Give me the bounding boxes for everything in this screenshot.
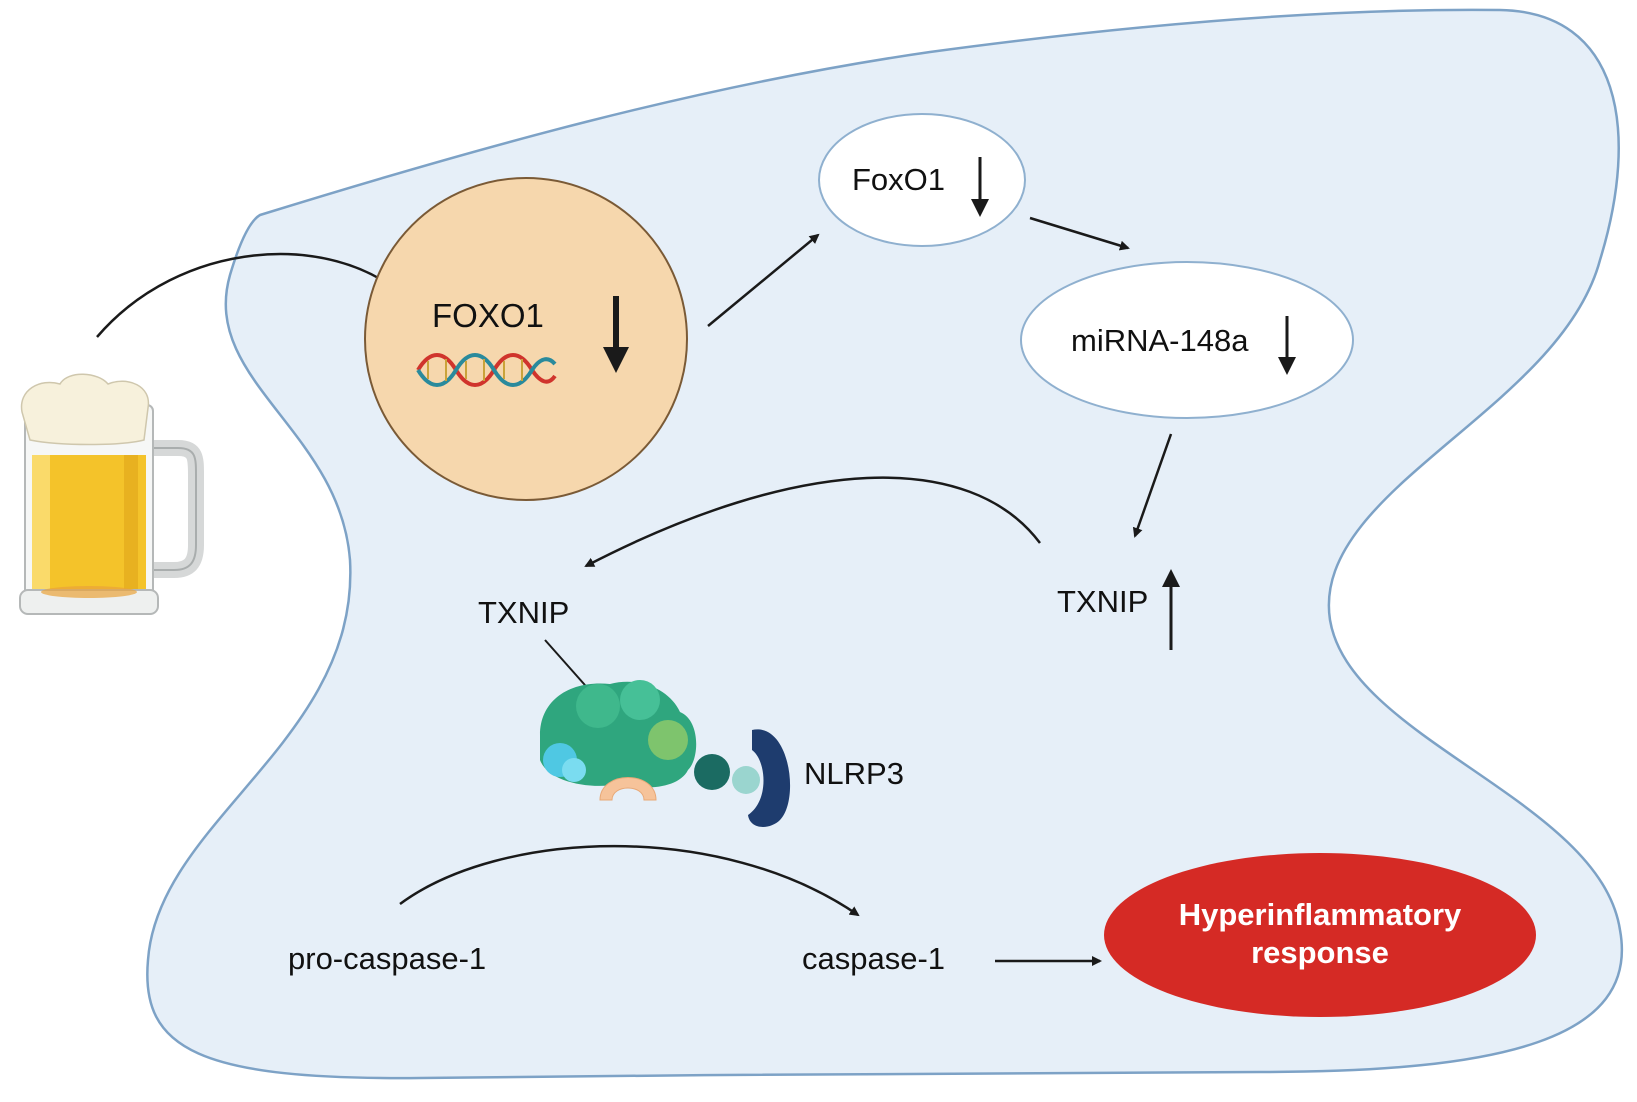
arrow-nucleus-to-foxo1 (707, 233, 820, 327)
arrow-foxo1-to-mirna (1029, 216, 1130, 251)
nucleus (364, 177, 688, 501)
txnip-right-label: TXNIP (1057, 584, 1148, 619)
beer-mug-icon (19, 373, 204, 615)
txnip-nlrp3-connector (544, 639, 593, 694)
caspase-label: caspase-1 (802, 941, 945, 976)
nucleus-gene-label: FOXO1 (432, 297, 544, 334)
arrow-mirna-to-txnip (1132, 433, 1173, 538)
response-label-line2: response (1251, 935, 1389, 970)
nlrp3-inflammasome-icon (540, 680, 791, 827)
response-oval (1104, 853, 1536, 1017)
txnip-left-label: TXNIP (478, 595, 569, 630)
mirna-oval (1020, 261, 1354, 419)
pro-caspase-label: pro-caspase-1 (288, 941, 486, 976)
foxo1-protein-label: FoxO1 (852, 162, 945, 197)
nlrp3-label: NLRP3 (804, 756, 904, 791)
response-label-line1: Hyperinflammatory (1179, 897, 1462, 932)
arrow-beer-to-nucleus (96, 252, 407, 338)
mirna-label: miRNA-148a (1071, 323, 1249, 358)
arrow-procaspase-to-caspase (399, 844, 860, 917)
dna-icon (416, 353, 557, 387)
arrow-txnip-to-txnip (584, 476, 1041, 568)
